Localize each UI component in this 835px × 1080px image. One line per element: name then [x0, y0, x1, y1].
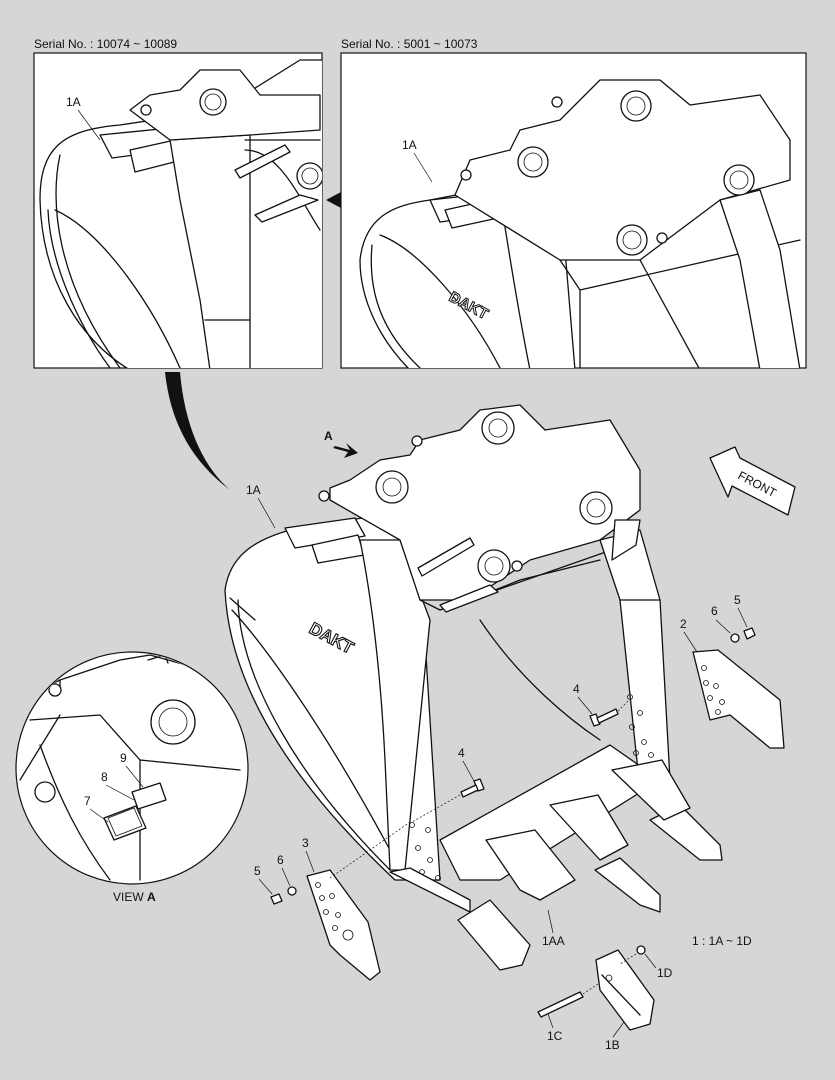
- callout-5-right: 5: [734, 593, 741, 607]
- callout-1a-left: 1A: [66, 95, 81, 109]
- tooth-assembly: [537, 945, 655, 1031]
- nut-5-left: [270, 893, 283, 905]
- curved-reference-arrow-icon: [165, 372, 230, 490]
- front-arrow: FRONT: [709, 446, 796, 516]
- view-a-label: VIEW A: [113, 890, 156, 904]
- callout-1d: 1D: [657, 966, 673, 980]
- tooth-1: [457, 899, 531, 971]
- callout-1a-main: 1A: [246, 483, 261, 497]
- callout-4-left: 4: [458, 746, 465, 760]
- callout-8: 8: [101, 770, 108, 784]
- side-cutter-2: [692, 649, 785, 749]
- plate-7: [103, 805, 147, 841]
- view-pointer-icon: [326, 192, 341, 208]
- plate-8: [131, 782, 167, 810]
- callout-6-left: 6: [277, 853, 284, 867]
- callout-3: 3: [302, 836, 309, 850]
- legend-text: 1 : 1A ~ 1D: [692, 934, 752, 948]
- nut-5-right: [743, 627, 756, 640]
- callout-7: 7: [84, 794, 91, 808]
- right-detail-panel: DAKT 1A: [340, 52, 807, 369]
- direction-a-label: A: [324, 429, 333, 443]
- bolt-4-left: [411, 778, 485, 823]
- washer-6-right: [730, 633, 740, 643]
- tooth-1b: [595, 949, 655, 1031]
- left-panel-header: Serial No. : 10074 ~ 10089: [34, 37, 177, 51]
- tooth-2: [594, 857, 661, 913]
- retainer-1d: [636, 945, 646, 955]
- adapter-1aa: [485, 829, 576, 901]
- pin-1c: [537, 991, 584, 1018]
- callout-4-right: 4: [573, 682, 580, 696]
- washer-6-left: [287, 886, 297, 896]
- callout-1b: 1B: [605, 1038, 620, 1052]
- callout-1aa: 1AA: [542, 934, 565, 948]
- direction-arrow-icon: [333, 443, 358, 458]
- view-a-detail: [15, 651, 249, 885]
- callout-1a-right: 1A: [402, 138, 417, 152]
- callout-6-right: 6: [711, 604, 718, 618]
- bolt-4-right: [589, 700, 629, 727]
- callout-9: 9: [120, 751, 127, 765]
- main-bucket-drawing: DAKT: [224, 404, 723, 971]
- side-cutter-3: [306, 821, 411, 981]
- right-panel-header: Serial No. : 5001 ~ 10073: [341, 37, 478, 51]
- callout-2: 2: [680, 617, 687, 631]
- left-detail-panel: 1A: [33, 52, 323, 369]
- callout-1c: 1C: [547, 1029, 563, 1043]
- callout-5-left: 5: [254, 864, 261, 878]
